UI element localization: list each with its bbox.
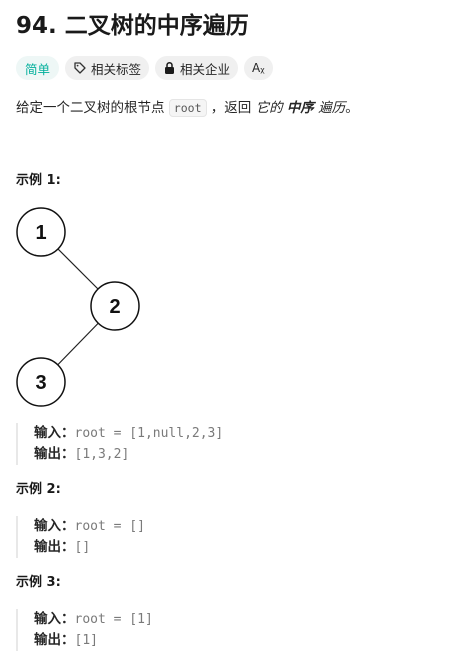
related-tags-label: 相关标签 <box>91 61 142 77</box>
example-1-output: 输出：[1,3,2] <box>34 446 130 462</box>
example-2-block: 输入：root = [] 输出：[] <box>16 516 145 558</box>
example-3-output: 输出：[1] <box>34 632 98 648</box>
problem-description: 给定一个二叉树的根节点 root ，返回 它的 中序 遍历。 <box>16 99 359 117</box>
example-1-tree-diagram: 1 2 3 <box>16 207 140 407</box>
example-1-title: 示例 1: <box>16 173 61 188</box>
related-companies-button[interactable]: 相关企业 <box>155 56 239 80</box>
problem-title: 94. 二叉树的中序遍历 <box>16 13 249 39</box>
svg-text:1: 1 <box>35 222 46 244</box>
example-2-input: 输入：root = [] <box>34 518 145 534</box>
tag-icon <box>73 61 87 75</box>
tree-node-1: 1 <box>16 207 66 257</box>
example-1-input: 输入：root = [1,null,2,3] <box>34 425 224 441</box>
translate-button[interactable]: Aᵪ <box>244 56 273 80</box>
related-tags-button[interactable]: 相关标签 <box>65 56 150 80</box>
related-companies-label: 相关企业 <box>180 61 231 77</box>
svg-text:3: 3 <box>35 372 46 394</box>
tag-bar: 简单 相关标签 相关企业 Aᵪ <box>16 56 273 80</box>
example-2-title: 示例 2: <box>16 482 61 497</box>
example-3-title: 示例 3: <box>16 575 61 590</box>
difficulty-badge[interactable]: 简单 <box>16 56 60 80</box>
example-2-output: 输出：[] <box>34 539 91 555</box>
tree-node-2: 2 <box>90 281 140 331</box>
lock-icon <box>163 61 176 75</box>
svg-text:2: 2 <box>109 296 120 318</box>
example-3-input: 输入：root = [1] <box>34 611 153 627</box>
example-3-block: 输入：root = [1] 输出：[1] <box>16 609 153 651</box>
inline-code-root: root <box>168 99 207 117</box>
tree-node-3: 3 <box>16 357 66 407</box>
translate-icon: Aᵪ <box>252 61 265 75</box>
example-1-block: 输入：root = [1,null,2,3] 输出：[1,3,2] <box>16 423 223 465</box>
